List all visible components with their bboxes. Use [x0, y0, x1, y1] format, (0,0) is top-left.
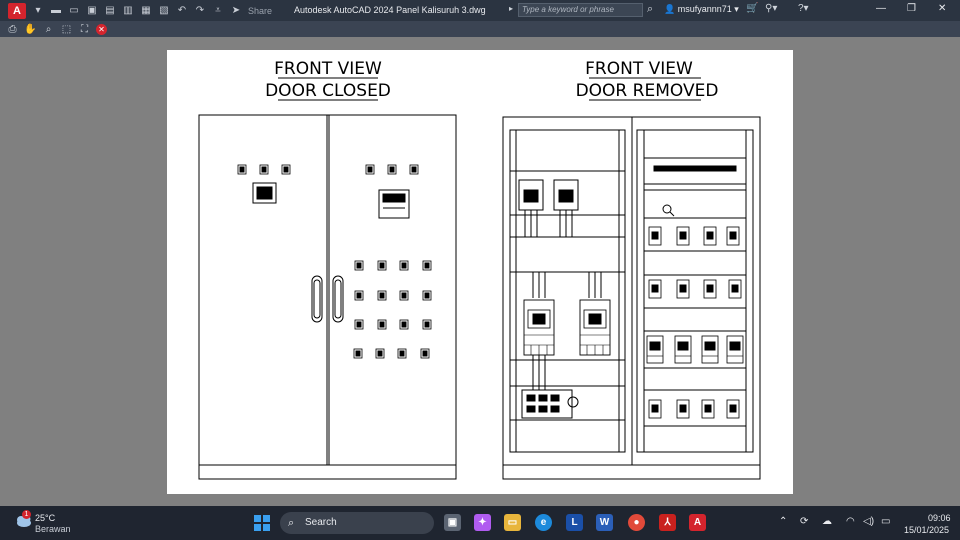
right-view-title: FRONT VIEW: [585, 59, 693, 79]
cloud-sync-icon[interactable]: ☁: [822, 516, 832, 527]
edge-icon[interactable]: e: [535, 514, 552, 531]
drawing-sheet[interactable]: FRONT VIEW DOOR CLOSED FRONT VIEW DOOR R…: [167, 50, 793, 494]
navigation-toolbar: ⎙ ✋ ⌕ ⬚ ⛶ ✕: [0, 21, 960, 37]
panel-drawing: FRONT VIEW DOOR CLOSED FRONT VIEW DOOR R…: [198, 59, 761, 480]
file-explorer-icon[interactable]: ▭: [504, 514, 521, 531]
user-account[interactable]: 👤 msufyannn71 ▾: [664, 4, 739, 14]
taskbar-search-label: Search: [305, 517, 337, 528]
close-preview-icon[interactable]: ✕: [96, 23, 107, 35]
username-label: msufyannn71: [677, 4, 732, 14]
window-title: Autodesk AutoCAD 2024 Panel Kalisuruh 3.…: [294, 5, 486, 15]
word-icon[interactable]: W: [596, 514, 613, 531]
zoom-window-icon[interactable]: ⬚: [61, 23, 72, 35]
left-view-title: FRONT VIEW: [274, 59, 382, 79]
save-to-web-icon[interactable]: ▦: [141, 5, 151, 16]
door-closed-panel: [198, 114, 457, 480]
weather-temperature[interactable]: 25°C: [35, 513, 56, 523]
print-icon[interactable]: ⎙: [8, 23, 17, 35]
zoom-icon[interactable]: ⌕: [45, 23, 52, 35]
zoom-extents-icon[interactable]: ⛶: [81, 23, 88, 35]
redo-icon[interactable]: ↷: [195, 5, 205, 16]
chevron-up-icon[interactable]: ⌃: [779, 516, 788, 527]
weather-badge: 1: [22, 510, 31, 519]
plot-icon[interactable]: ▧: [159, 5, 169, 16]
save-icon[interactable]: ▣: [87, 5, 97, 16]
open-from-web-icon[interactable]: ▥: [123, 5, 133, 16]
cloud-icon[interactable]: [14, 514, 32, 528]
sync-icon[interactable]: ⟳: [800, 516, 809, 527]
clock-time[interactable]: 09:06: [928, 513, 951, 523]
help-icon[interactable]: ?▾: [798, 3, 809, 14]
customize-toolbar-icon[interactable]: ⩡: [215, 5, 221, 16]
minimize-icon[interactable]: —: [876, 3, 886, 14]
wifi-icon[interactable]: ◠: [846, 516, 855, 527]
door-removed-panel: [502, 116, 761, 480]
pan-icon[interactable]: ✋: [24, 23, 37, 35]
open-folder-icon[interactable]: ▭: [69, 5, 79, 16]
undo-icon[interactable]: ↶: [177, 5, 187, 16]
dropdown-arrow-icon[interactable]: ▾: [35, 5, 41, 16]
exchange-icon[interactable]: ⚲▾: [765, 3, 778, 14]
copilot-icon[interactable]: ✦: [474, 514, 491, 531]
battery-icon[interactable]: ▭: [881, 516, 891, 527]
search-icon: ⌕: [288, 517, 295, 529]
windows-taskbar: 25°C Berawan 1 ⌕ Search ▣ ✦ ▭ e L W ● ⅄ A…: [0, 506, 960, 540]
new-file-icon[interactable]: ▬: [51, 5, 61, 16]
volume-icon[interactable]: ◁): [863, 516, 875, 527]
clock-date[interactable]: 15/01/2025: [904, 525, 950, 535]
search-expand-icon[interactable]: ▸: [509, 4, 514, 13]
autocad-app-icon[interactable]: A: [8, 2, 26, 19]
quick-access-toolbar: ▾ ▬ ▭ ▣ ▤ ▥ ▦ ▧ ↶ ↷ ⩡ ➤: [32, 5, 242, 16]
user-icon: 👤: [664, 4, 676, 14]
start-button[interactable]: [254, 515, 270, 531]
share-button[interactable]: Share: [248, 5, 273, 16]
search-input[interactable]: Type a keyword or phrase: [518, 3, 643, 17]
title-bar: A ▾ ▬ ▭ ▣ ▤ ▥ ▦ ▧ ↶ ↷ ⩡ ➤ Share Autodesk…: [0, 0, 960, 21]
restore-icon[interactable]: ❐: [907, 3, 916, 14]
autocad-taskbar-icon[interactable]: A: [689, 514, 706, 531]
acrobat-icon[interactable]: ⅄: [659, 514, 676, 531]
weather-condition[interactable]: Berawan: [35, 524, 71, 534]
search-icon[interactable]: ⌕: [647, 3, 654, 15]
app-l-icon[interactable]: L: [566, 514, 583, 531]
right-view-subtitle: DOOR REMOVED: [576, 81, 719, 101]
left-view-subtitle: DOOR CLOSED: [265, 81, 391, 101]
close-window-icon[interactable]: ✕: [938, 3, 947, 14]
taskbar-search[interactable]: ⌕ Search: [280, 512, 434, 534]
task-view-icon[interactable]: ▣: [444, 514, 461, 531]
cart-icon[interactable]: 🛒: [746, 3, 759, 14]
chrome-icon[interactable]: ●: [628, 514, 645, 531]
share-icon[interactable]: ➤: [231, 5, 241, 16]
save-as-icon[interactable]: ▤: [105, 5, 115, 16]
